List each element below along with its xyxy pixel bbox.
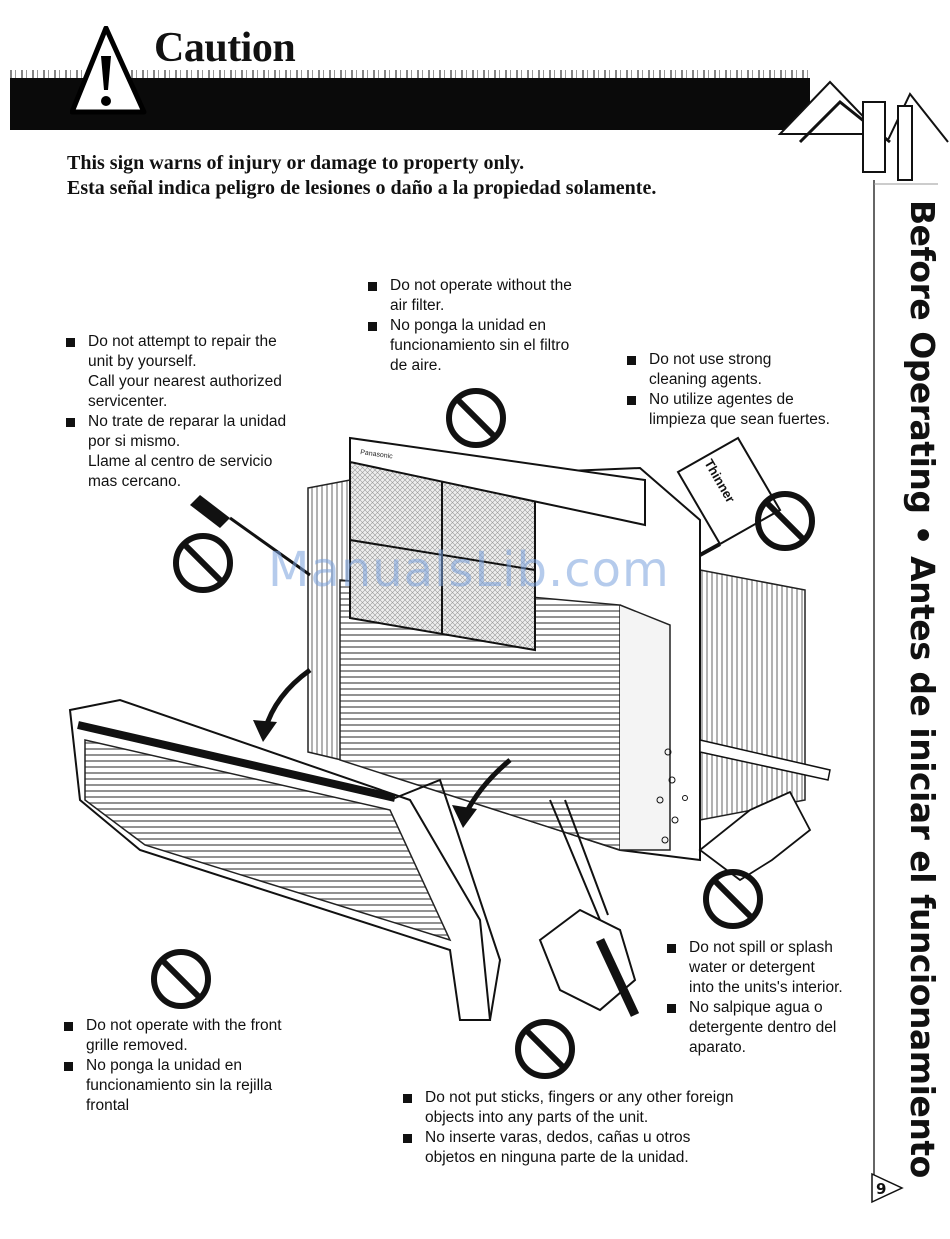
no-symbol-icon	[755, 491, 815, 551]
header-texture	[10, 70, 810, 80]
header-bar	[10, 78, 810, 130]
section-side-tab-label: Before Operating • Antes de iniciar el f…	[903, 200, 942, 1178]
header-arrows-graphic	[777, 80, 949, 181]
warning-triangle-icon	[70, 26, 147, 115]
watermark: ManualsLib.com	[268, 542, 670, 598]
side-tab-frame	[873, 180, 938, 1180]
no-symbol-icon	[173, 533, 233, 593]
page-number: 9	[876, 1180, 887, 1198]
page-number-badge	[871, 1172, 904, 1204]
no-symbol-icon	[446, 388, 506, 448]
page-title: Caution	[154, 25, 296, 71]
caution-foreign-objects: Do not put sticks, fingers or any other …	[403, 1088, 733, 1168]
brand-logo: Panasonic	[360, 449, 394, 461]
air-conditioner-illustration: Panasonic Thinner	[68, 436, 831, 1021]
subtitle-spanish: Esta señal indica peligro de lesiones o …	[67, 177, 657, 199]
no-symbol-icon	[703, 869, 763, 929]
no-symbol-icon	[515, 1019, 575, 1079]
subtitle-english: This sign warns of injury or damage to p…	[67, 152, 525, 174]
no-symbol-icon	[151, 949, 211, 1009]
section-side-tab: Before Operating • Antes de iniciar el f…	[903, 200, 946, 1178]
caution-foreign-objects-en: Do not put sticks, fingers or any other …	[403, 1088, 733, 1128]
